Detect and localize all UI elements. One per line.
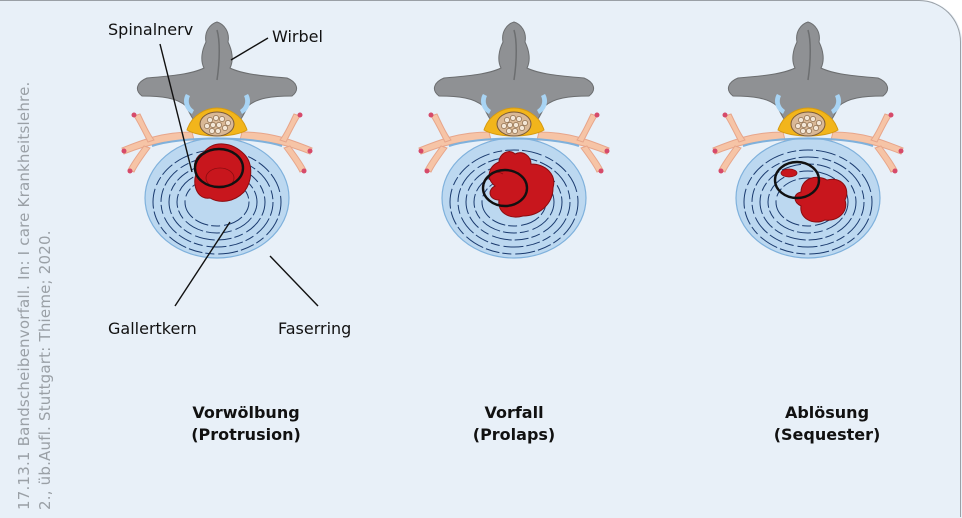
spinal-nerve-label: Spinalnerv xyxy=(108,20,193,39)
vertebra-label: Wirbel xyxy=(272,27,323,46)
stage-subtitle: (Protrusion) xyxy=(160,424,332,446)
stage-subtitle: (Sequester) xyxy=(752,424,902,446)
stage-title: Vorfall xyxy=(450,402,578,424)
stage-caption-prolapse: Vorfall (Prolaps) xyxy=(450,402,578,446)
annulus-label: Faserring xyxy=(278,319,351,338)
protrusion-illustration xyxy=(122,22,313,258)
stage-caption-protrusion: Vorwölbung (Protrusion) xyxy=(160,402,332,446)
sequester-illustration xyxy=(713,22,904,258)
stage-subtitle: (Prolaps) xyxy=(450,424,578,446)
nucleus-label: Gallertkern xyxy=(108,319,197,338)
stage-title: Vorwölbung xyxy=(160,402,332,424)
stage-title: Ablösung xyxy=(752,402,902,424)
prolapse-illustration xyxy=(419,22,610,258)
stage-caption-sequester: Ablösung (Sequester) xyxy=(752,402,902,446)
